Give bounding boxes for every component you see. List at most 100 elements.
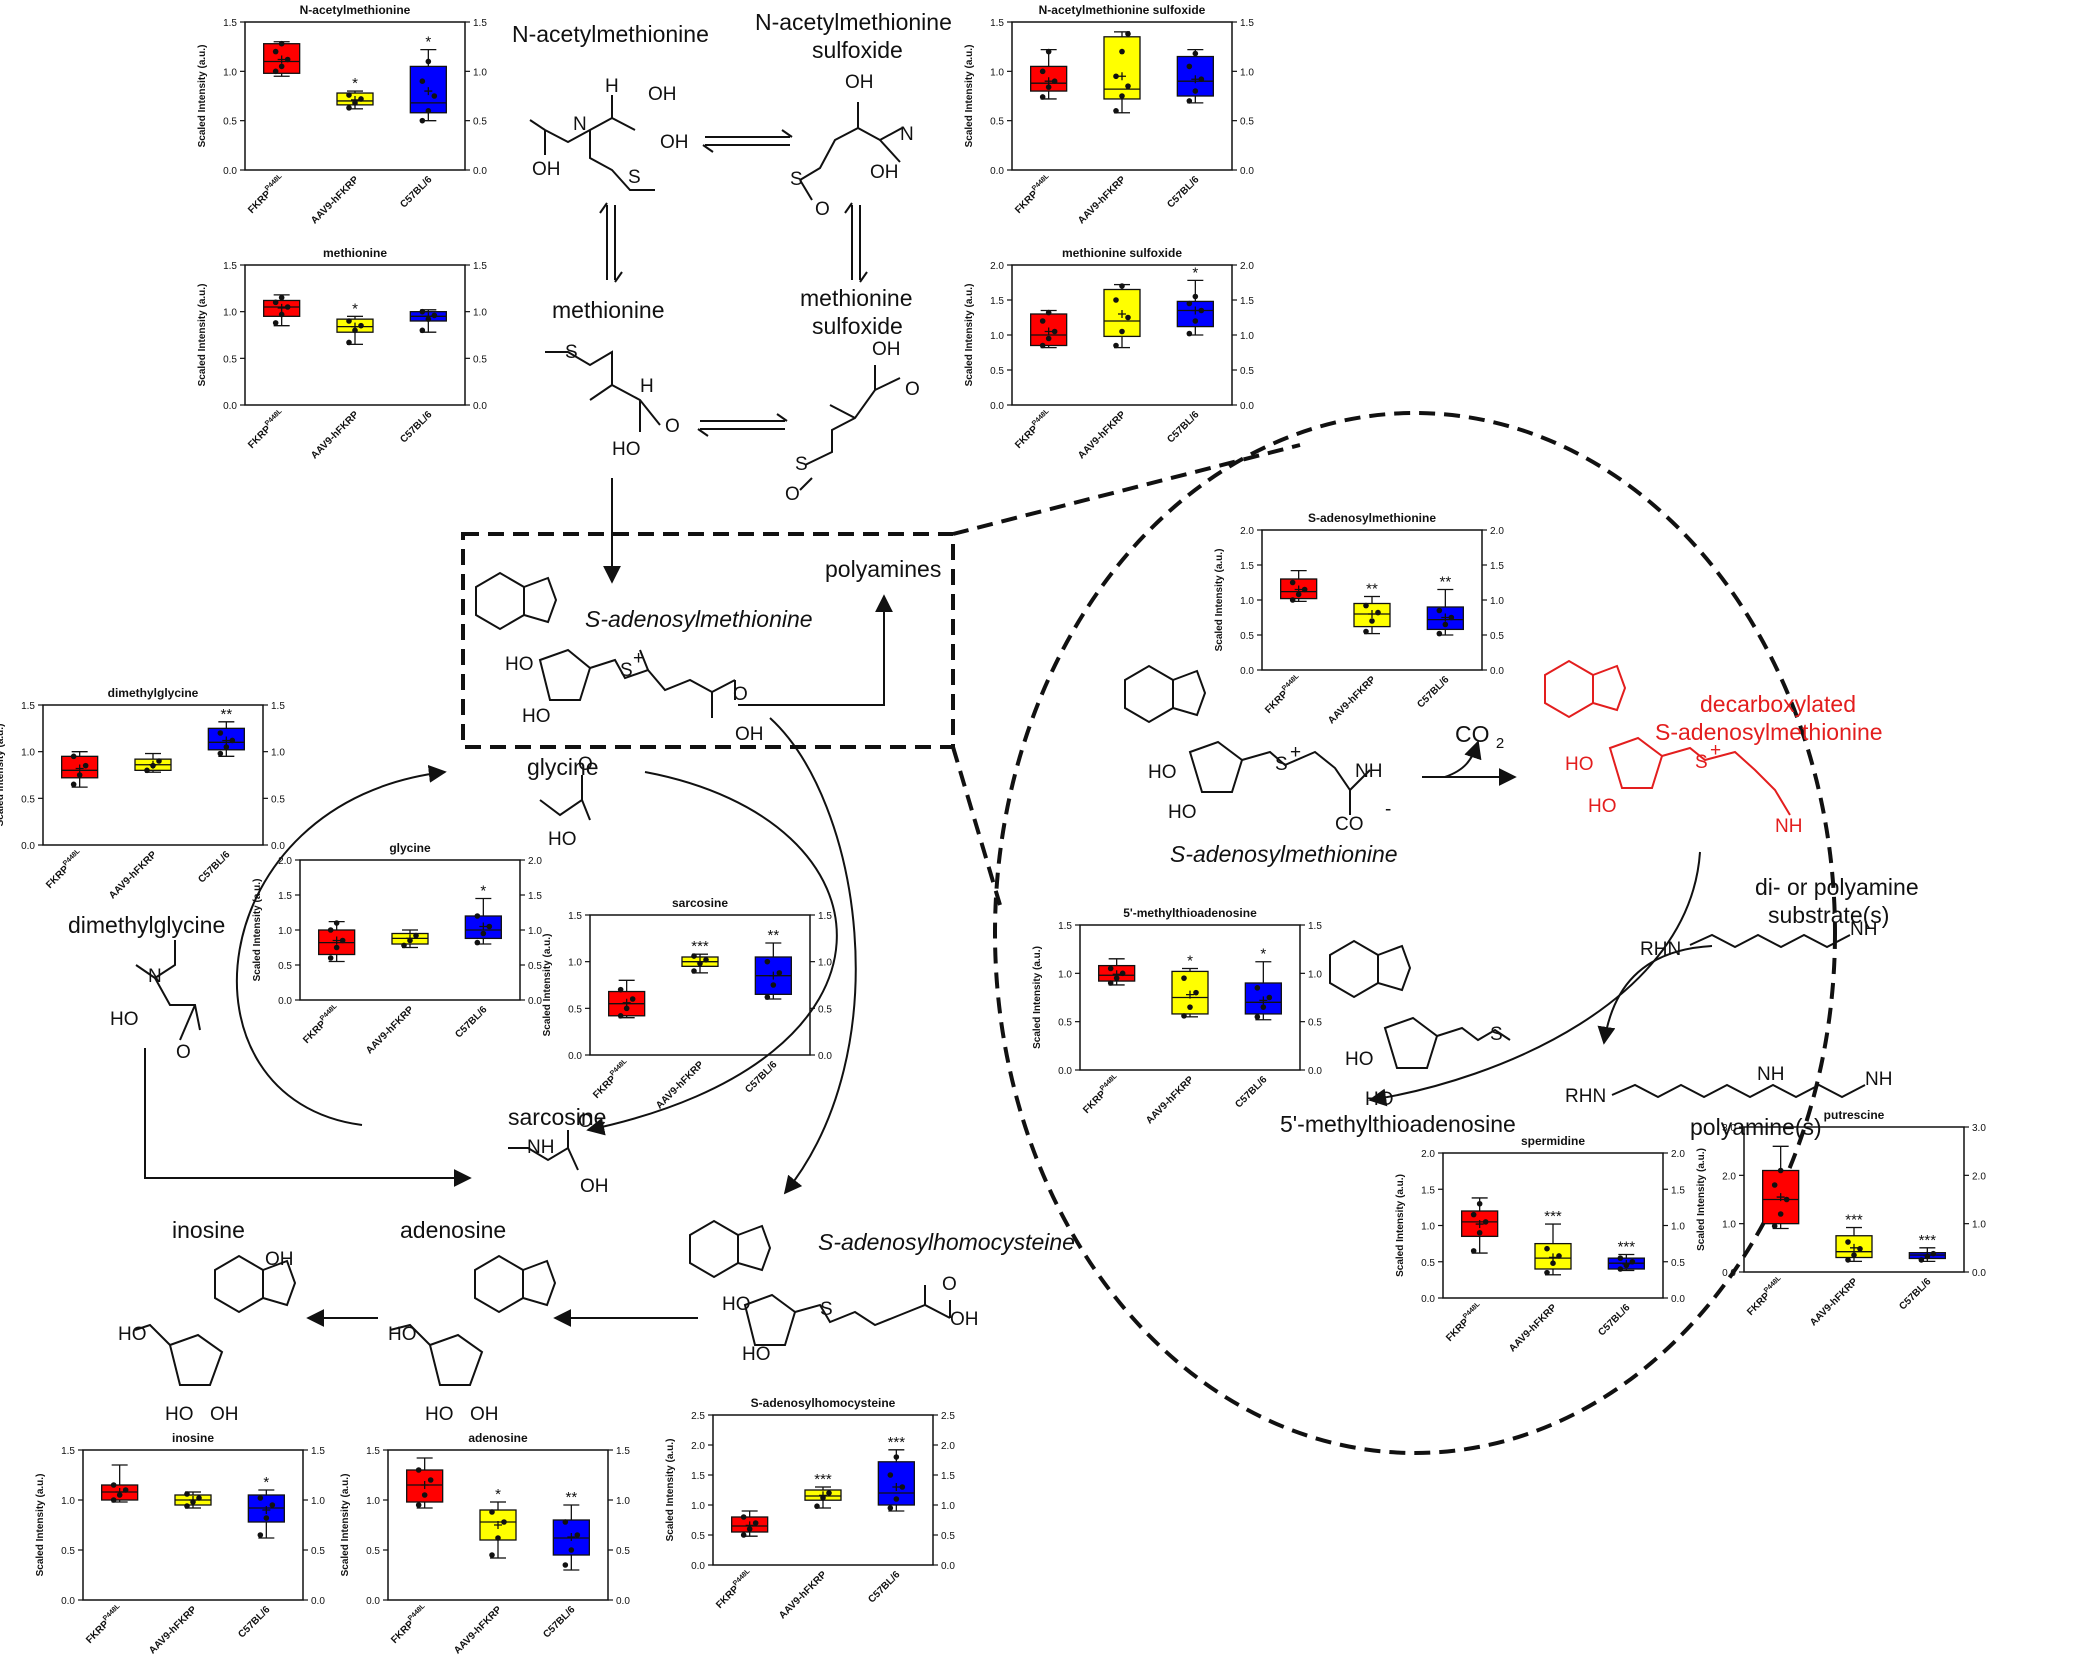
mean-marker	[769, 971, 778, 980]
data-point	[1113, 342, 1119, 349]
data-point	[431, 93, 438, 99]
y-tick-label: 0.0	[1671, 1294, 1685, 1305]
category-name: FKRP	[1013, 189, 1040, 216]
category-name: FKRP	[714, 1584, 741, 1611]
category-superscript: P448L	[102, 1602, 122, 1622]
y-tick-label: 0.0	[1421, 1294, 1435, 1305]
x-category-label: C57BL/6	[1165, 174, 1201, 210]
y-tick-label: 0.5	[311, 1546, 325, 1557]
box-fkrp	[318, 920, 356, 963]
significance-marker: **	[220, 706, 232, 723]
atom-labels: H N OH OH OH S OH OH N S O S H O HO OH O…	[110, 72, 1892, 1425]
data-point	[327, 955, 334, 961]
data-point	[419, 308, 426, 315]
data-point	[122, 1487, 129, 1493]
data-point	[1051, 328, 1058, 335]
atom-label: H	[640, 376, 654, 397]
y-tick-label: 1.0	[616, 1496, 630, 1507]
atom-label: HO	[742, 1344, 771, 1365]
y-tick-label: 2.0	[1240, 261, 1254, 272]
y-tick-label: 0.5	[278, 961, 292, 972]
y-axis-label: Scaled Intensity (a.u.)	[542, 934, 553, 1037]
data-point	[1777, 1211, 1784, 1217]
data-point	[346, 92, 352, 98]
box-aav9-hfkrp: *	[1171, 953, 1209, 1019]
y-tick-label: 1.0	[21, 748, 35, 759]
mean-marker	[1186, 990, 1194, 999]
x-category-label: FKRPP448L	[1012, 172, 1056, 216]
x-category-label: FKRPP448L	[43, 847, 87, 891]
atom-label: S	[1695, 752, 1708, 773]
data-point	[1186, 98, 1193, 104]
mean-marker	[1441, 613, 1450, 622]
label-adenosine: adenosine	[400, 1217, 506, 1243]
dmg-structure	[135, 940, 201, 1041]
x-category-label: AAV9-hFKRP	[1144, 1074, 1196, 1126]
plot-title: methionine sulfoxide	[1062, 246, 1182, 260]
data-point	[1266, 994, 1273, 1001]
y-tick-label: 0.0	[1058, 1066, 1072, 1077]
atom-label: S	[1275, 754, 1288, 775]
significance-marker: *	[263, 1474, 269, 1491]
y-axis-label: Scaled Intensity (a.u.)	[964, 284, 975, 387]
plot-title: N-acetylmethionine sulfoxide	[1039, 3, 1206, 17]
y-axis-label: Scaled Intensity (a.u.)	[340, 1474, 351, 1577]
label-co2-subscript: 2	[1496, 735, 1504, 752]
box-fkrp	[1461, 1197, 1499, 1254]
category-name: FKRP	[44, 864, 71, 891]
box-fkrp	[1030, 48, 1068, 100]
atom-label: N	[148, 966, 162, 987]
data-point	[574, 1532, 581, 1538]
data-point	[1107, 980, 1114, 986]
y-axis-label: Scaled Intensity (a.u.)	[1395, 1174, 1406, 1277]
x-category-label: FKRPP448L	[83, 1602, 127, 1646]
box-c57bl-6: *	[1244, 946, 1282, 1021]
data-point	[1544, 1245, 1550, 1252]
y-tick-label: 1.5	[473, 261, 487, 272]
pathway-lines	[144, 129, 1837, 1455]
y-tick-label: 0.5	[1240, 631, 1254, 642]
y-tick-label: 0.5	[616, 1546, 630, 1557]
data-point	[1771, 1223, 1778, 1229]
data-point	[431, 312, 438, 319]
box-fkrp	[608, 979, 646, 1019]
y-tick-label: 0.0	[21, 841, 35, 852]
y-tick-label: 1.0	[691, 1501, 705, 1512]
data-point	[1192, 50, 1199, 57]
data-point	[617, 986, 624, 993]
box-c57bl-6: ***	[1607, 1239, 1645, 1272]
data-point	[1289, 579, 1296, 586]
box-aav9-hfkrp: ***	[1534, 1208, 1572, 1276]
y-axis-label: Scaled Intensity (a.u.)	[665, 1439, 676, 1542]
mean-marker	[75, 764, 84, 773]
plot-frame	[1011, 21, 1233, 171]
y-tick-label: 1.5	[1308, 921, 1322, 932]
arrow-sam-to-sah	[769, 717, 857, 1195]
box-aav9-hfkrp: *	[479, 1486, 517, 1559]
y-tick-label: 1.0	[311, 1496, 325, 1507]
atom-label: OH	[648, 84, 677, 105]
atom-label: O	[578, 754, 593, 775]
data-point	[1192, 88, 1199, 94]
y-tick-label: 1.0	[1490, 596, 1504, 607]
category-superscript: P448L	[732, 1567, 752, 1587]
y-axis-label: Scaled Intensity (a.u.)	[964, 45, 975, 148]
y-tick-label: 1.0	[271, 748, 285, 759]
data-point	[474, 913, 481, 919]
substrate-chain	[1689, 933, 1851, 949]
data-point	[427, 1477, 434, 1483]
mean-marker	[1044, 77, 1053, 86]
y-tick-label: 1.0	[1058, 969, 1072, 980]
atom-label: NH	[1775, 816, 1802, 837]
data-point	[1045, 48, 1052, 55]
data-point	[1045, 84, 1052, 90]
y-axis-label: Scaled Intensity (a.u.)	[252, 879, 263, 982]
y-tick-label: 0.5	[473, 354, 487, 365]
y-tick-label: 0.5	[1240, 366, 1254, 377]
y-axis-label: Scaled Intensity (a.u.)	[1032, 946, 1043, 1049]
data-point	[1777, 1167, 1784, 1174]
atom-label: HO	[165, 1404, 194, 1425]
arrow-sarcosine-to-glycine	[235, 764, 447, 1126]
atom-label: +	[1290, 742, 1301, 763]
data-point	[401, 942, 407, 949]
